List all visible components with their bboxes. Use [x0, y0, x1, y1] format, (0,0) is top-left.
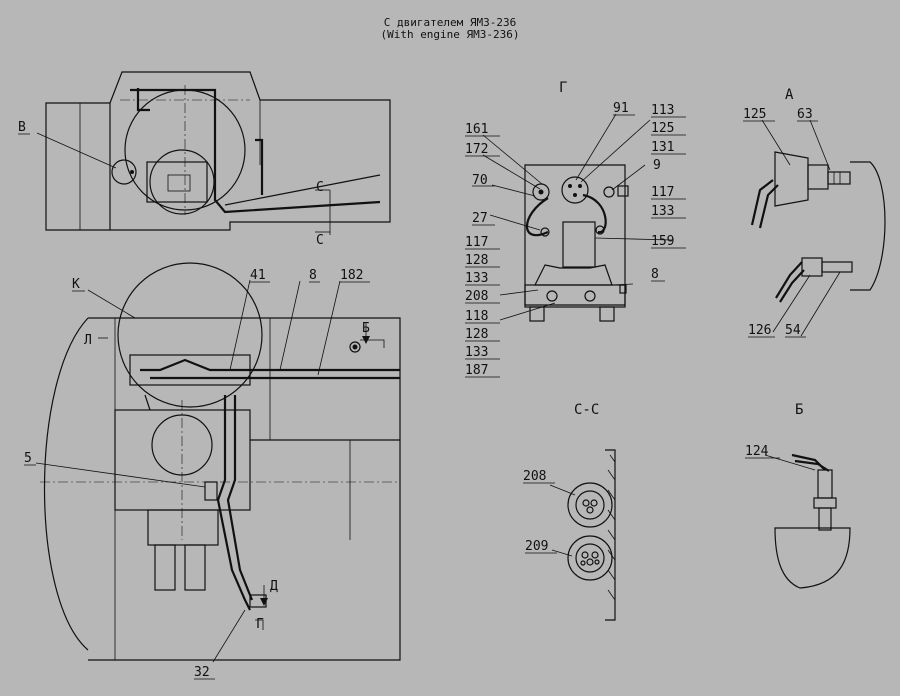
label-41: 41 [250, 268, 266, 283]
view-title-a: А [785, 87, 794, 103]
view-arrow-l: Л [84, 333, 92, 348]
engine-pulley [149, 149, 215, 215]
connector-91 [561, 176, 589, 204]
top-plan-view [45, 71, 391, 235]
sensor-125 [774, 151, 809, 207]
label-5: 5 [24, 451, 32, 466]
leader-lines [35, 113, 841, 663]
view-arrow-d: Д [270, 579, 278, 594]
label-118: 118 [465, 309, 488, 324]
label-131: 131 [651, 140, 674, 155]
label-133-lower: 133 [465, 345, 488, 360]
label-8-main: 8 [309, 268, 317, 283]
label-113: 113 [651, 103, 674, 118]
view-title-b: Б [795, 402, 803, 418]
label-63: 63 [797, 107, 813, 122]
label-v: В [18, 120, 26, 135]
view-markers [98, 322, 385, 630]
relay-159 [562, 221, 596, 268]
grommet-208 [567, 482, 613, 528]
view-title-g: Г [559, 80, 567, 96]
grommet-209 [567, 535, 613, 581]
cab-outline-arc [43, 317, 89, 651]
view-title-cc: С-С [574, 402, 599, 418]
label-209: 209 [525, 539, 548, 554]
label-32: 32 [194, 665, 210, 680]
view-arrow-b: Б [362, 321, 370, 336]
bottom-plan-view [40, 262, 401, 661]
section-c-bottom: С [316, 233, 324, 248]
label-117-right: 117 [651, 185, 674, 200]
label-124: 124 [745, 444, 769, 459]
view-g-detail [524, 164, 629, 322]
label-161: 161 [465, 122, 488, 137]
label-8-g: 8 [651, 267, 659, 282]
label-125-g: 125 [651, 121, 674, 136]
label-126: 126 [748, 323, 771, 338]
view-titles: Г А Б С-С С С Б Д Г Л [84, 80, 803, 632]
label-172: 172 [465, 142, 488, 157]
label-k: К [72, 277, 80, 292]
label-underlines [18, 114, 818, 680]
label-9: 9 [653, 158, 661, 173]
view-arrow-g: Г [256, 617, 264, 632]
view-cc-section [567, 449, 616, 621]
label-208-cc: 208 [523, 469, 546, 484]
section-c-top: С [316, 180, 324, 195]
sensor-124 [817, 469, 833, 499]
label-133-upper: 133 [465, 271, 488, 286]
label-91: 91 [613, 101, 629, 116]
label-117-left: 117 [465, 235, 488, 250]
detail-circle-k [117, 262, 263, 408]
label-159: 159 [651, 234, 674, 249]
label-133-right: 133 [651, 204, 674, 219]
view-b-detail [774, 453, 851, 589]
label-128-upper: 128 [465, 253, 488, 268]
view-a-detail [750, 151, 886, 303]
label-27: 27 [472, 211, 488, 226]
label-208-g: 208 [465, 289, 488, 304]
label-187: 187 [465, 363, 488, 378]
title-line-2: (With engine ЯМЗ-236) [380, 28, 520, 41]
title-line-1: С двигателем ЯМЗ-236 [383, 16, 517, 29]
label-125-a: 125 [743, 107, 766, 122]
label-128-lower: 128 [465, 327, 488, 342]
label-182: 182 [340, 268, 363, 283]
label-54: 54 [785, 323, 801, 338]
label-70: 70 [472, 173, 488, 188]
part-labels: В К 41 8 182 5 32 161 172 91 113 125 131… [18, 101, 813, 680]
